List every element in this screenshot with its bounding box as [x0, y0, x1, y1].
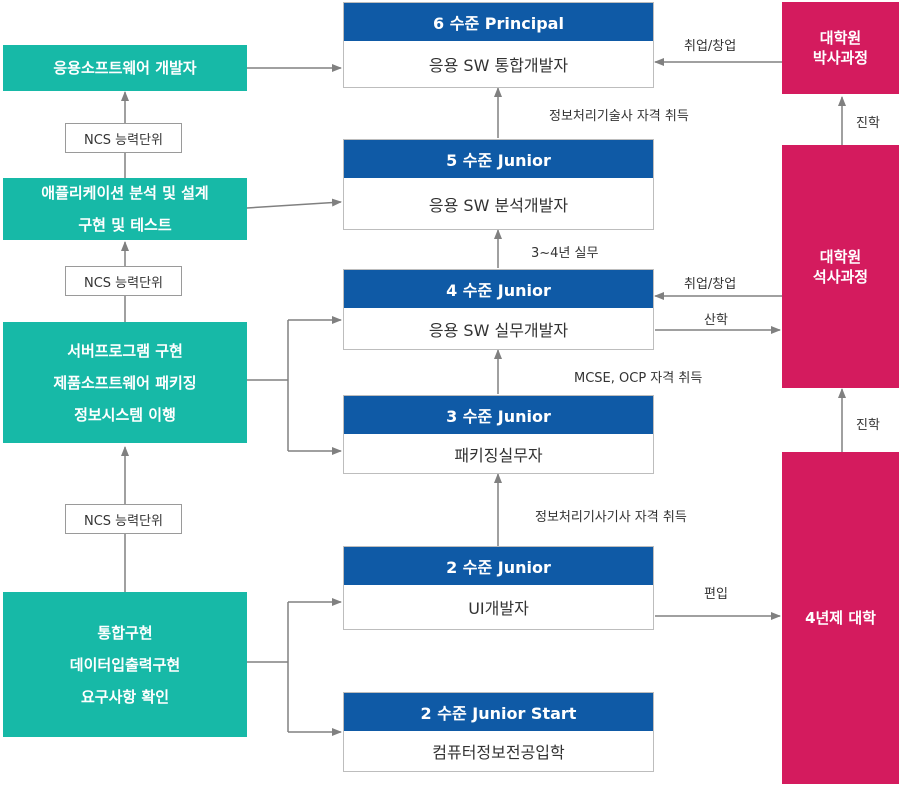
- arrow-analysis-to-level5: [246, 198, 342, 209]
- ncs-label-top: NCS 능력단위: [65, 123, 182, 153]
- box-phd-line-1: 대학원: [819, 29, 862, 47]
- level-4-box: 4 수준 Junior 응용 SW 실무개발자: [343, 269, 654, 350]
- box-masters-line-2: 석사과정: [812, 267, 869, 286]
- label-industry: 산학: [704, 313, 728, 328]
- label-advance-phd: 진학: [856, 116, 880, 131]
- label-transfer: 편입: [704, 587, 728, 602]
- box-masters: 대학원 석사과정: [782, 145, 899, 388]
- level-6-box: 6 수준 Principal 응용 SW 통합개발자: [343, 2, 654, 88]
- ncs-label-middle: NCS 능력단위: [65, 266, 182, 296]
- box-app-analysis: 애플리케이션 분석 및 설계 구현 및 테스트: [3, 178, 247, 240]
- ncs-label-bottom: NCS 능력단위: [65, 504, 182, 534]
- level-6-body: 응용 SW 통합개발자: [428, 56, 569, 75]
- level-6-header: 6 수준 Principal: [344, 3, 653, 41]
- level-3-body: 패키징실무자: [454, 445, 543, 465]
- level-5-box: 5 수준 Junior 응용 SW 분석개발자: [343, 139, 654, 230]
- level-4-body: 응용 SW 실무개발자: [428, 320, 569, 340]
- level-5-header: 5 수준 Junior: [344, 140, 653, 178]
- box-integration-line-2: 데이터입출력구현: [69, 655, 181, 674]
- box-integration-line-3: 요구사항 확인: [80, 687, 170, 706]
- level-2-header: 2 수준 Junior: [344, 547, 653, 585]
- label-mcse: MCSE, OCP 자격 취득: [574, 371, 703, 386]
- label-years-practice: 3~4년 실무: [531, 246, 599, 261]
- box-university-line-1: 4년제 대학: [805, 609, 876, 627]
- box-server-program: 서버프로그램 구현 제품소프트웨어 패키징 정보시스템 이행: [3, 322, 247, 443]
- level-3-header: 3 수준 Junior: [344, 396, 653, 434]
- label-advance-masters: 진학: [856, 418, 880, 433]
- level-2-start-box: 2 수준 Junior Start 컴퓨터정보전공입학: [343, 692, 654, 772]
- box-app-analysis-line-2: 구현 및 테스트: [78, 216, 172, 234]
- box-integration: 통합구현 데이터입출력구현 요구사항 확인: [3, 592, 247, 737]
- box-integration-line-1: 통합구현: [97, 623, 153, 642]
- box-university: 4년제 대학: [782, 452, 899, 784]
- label-job-top: 취업/창업: [684, 39, 737, 54]
- level-3-box: 3 수준 Junior 패키징실무자: [343, 395, 654, 474]
- box-phd: 대학원 박사과정: [782, 2, 899, 94]
- box-phd-line-2: 박사과정: [812, 49, 869, 67]
- level-2-start-header: 2 수준 Junior Start: [344, 693, 653, 731]
- box-app-analysis-line-1: 애플리케이션 분석 및 설계: [41, 184, 209, 202]
- level-4-header: 4 수준 Junior: [344, 270, 653, 308]
- box-app-developer: 응용소프트웨어 개발자: [3, 45, 247, 91]
- bracket-integration: [247, 602, 289, 732]
- box-server-program-line-1: 서버프로그램 구현: [67, 341, 183, 360]
- bracket-server: [247, 320, 289, 451]
- level-2-body: UI개발자: [468, 599, 529, 618]
- level-2-box: 2 수준 Junior UI개발자: [343, 546, 654, 630]
- label-job-mid: 취업/창업: [684, 277, 737, 292]
- box-server-program-line-3: 정보시스템 이행: [74, 405, 176, 424]
- level-2-start-body: 컴퓨터정보전공입학: [432, 743, 565, 762]
- box-app-developer-line-1: 응용소프트웨어 개발자: [53, 59, 197, 77]
- label-tech-pro: 정보처리기술사 자격 취득: [549, 109, 689, 124]
- label-engineer: 정보처리기사기사 자격 취득: [535, 510, 687, 525]
- box-server-program-line-2: 제품소프트웨어 패키징: [53, 373, 197, 392]
- level-5-body: 응용 SW 분석개발자: [428, 195, 569, 215]
- box-masters-line-1: 대학원: [819, 247, 862, 266]
